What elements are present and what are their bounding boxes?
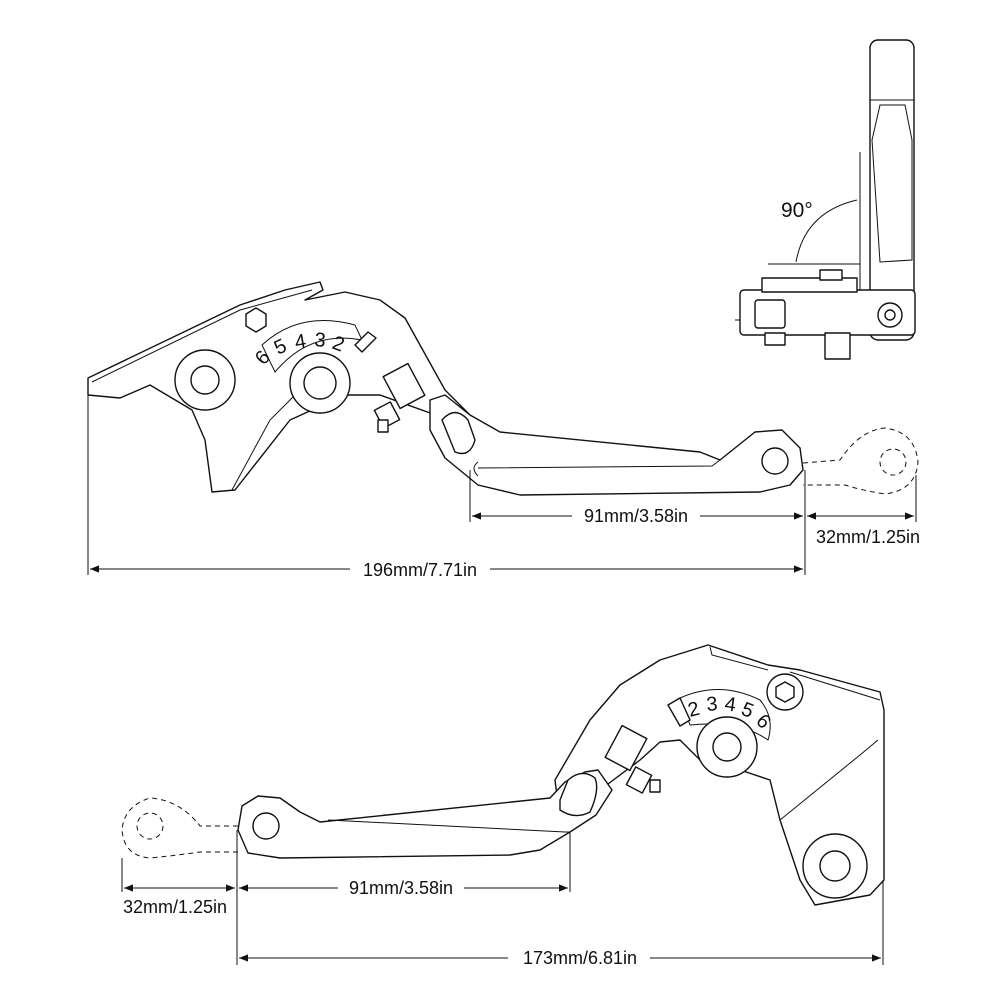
top-dim-grip: 91mm/3.58in	[584, 506, 688, 526]
bottom-dim-extension: 32mm/1.25in	[123, 897, 227, 917]
top-lever-side-view: 90°	[735, 39, 916, 360]
bottom-scale-4: 4	[723, 693, 737, 716]
bottom-pivot-hole	[819, 850, 851, 882]
angle-arc	[795, 199, 858, 263]
bottom-scale-2: 2	[686, 698, 702, 722]
top-lever-drawing: 6 5 4 3 2	[87, 281, 919, 496]
bottom-blade-end-hole	[252, 812, 280, 840]
top-adjuster-hole	[303, 366, 337, 400]
top-dim-total: 196mm/7.71in	[363, 560, 477, 580]
bottom-scale-3: 3	[706, 693, 719, 716]
top-scale-3: 3	[314, 329, 327, 352]
bottom-scale-numbers: 2 3 4 5 6	[686, 693, 775, 733]
bottom-hex-bolt-icon	[775, 681, 795, 703]
bottom-lever-drawing: 2 3 4 5 6	[121, 644, 885, 906]
top-blade-slot	[441, 411, 476, 455]
top-hex-bolt-icon	[245, 307, 267, 333]
bottom-dim-grip: 91mm/3.58in	[349, 878, 453, 898]
bottom-dimensions: 32mm/1.25in 91mm/3.58in 173mm/6.81in	[121, 830, 884, 968]
top-dimensions: 91mm/3.58in 32mm/1.25in 196mm/7.71in	[87, 395, 920, 580]
bottom-lever-blade	[237, 769, 613, 859]
bottom-dim-total: 173mm/6.81in	[523, 948, 637, 968]
top-pivot-hole	[190, 365, 220, 395]
bottom-adjuster-hole	[712, 732, 742, 762]
side-view-lever-bar	[869, 39, 915, 341]
top-blade-end-hole	[761, 447, 789, 475]
bottom-blade-slot	[559, 772, 598, 817]
top-scale-4: 4	[293, 330, 308, 354]
top-lever-blade	[429, 394, 804, 496]
angle-label: 90°	[781, 199, 813, 222]
top-dim-extension: 32mm/1.25in	[816, 527, 920, 547]
